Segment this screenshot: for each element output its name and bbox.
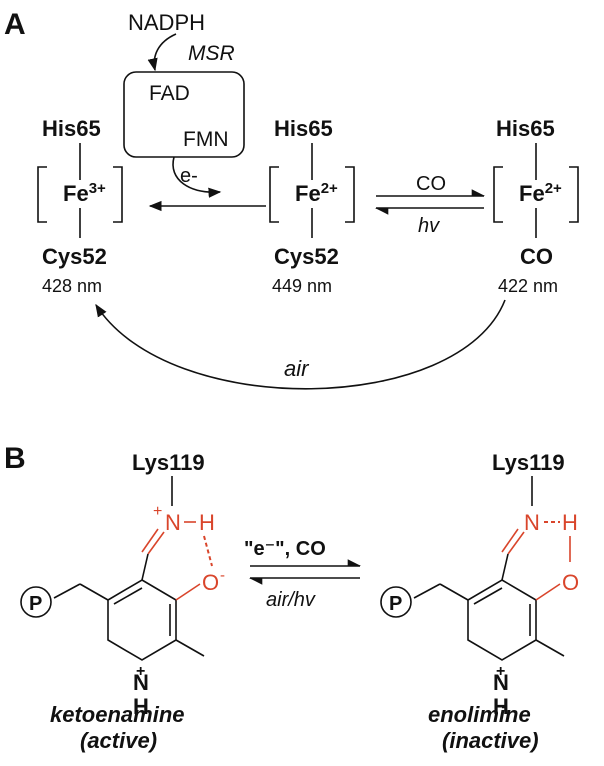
cys52-middle: Cys52: [274, 244, 339, 269]
enolimine-state: (inactive): [442, 728, 539, 753]
electron-label: e-: [180, 165, 198, 187]
ring-h-right: H: [493, 694, 509, 719]
fe-left: Fe3+: [63, 180, 106, 206]
pyridinium-ring-right: [467, 579, 537, 661]
fe-right: Fe2+: [519, 180, 562, 206]
ketoenamine-structure: Lys119 + N H O - P + N H ketoenamine (ac…: [20, 450, 225, 753]
heme-bracket-left: [37, 166, 123, 223]
enolimine-name: enolimine: [428, 702, 531, 727]
heme-fe2-co: His65 Fe2+ CO 422 nm: [493, 116, 579, 296]
electron-arrow: [172, 156, 222, 198]
ring-n-right: N: [493, 670, 509, 695]
fmn-label: FMN: [183, 128, 229, 151]
ketoenamine-name: ketoenamine: [50, 702, 185, 727]
co-ligand: CO: [520, 244, 553, 269]
air-hv-label: air/hv: [266, 589, 316, 611]
air-oxidation-arrow: [95, 299, 506, 390]
reductase-complex: NADPH MSR FAD FMN e-: [123, 10, 245, 198]
his65-left: His65: [42, 116, 101, 141]
phosphate-circle-right: [380, 586, 412, 618]
lys119-right: Lys119: [492, 450, 565, 475]
absorbance-422: 422 nm: [498, 276, 558, 296]
ring-n-left: N: [133, 670, 149, 695]
svg-text:P: P: [389, 593, 402, 615]
o-left: O: [202, 570, 219, 595]
svg-text:-: -: [220, 567, 225, 584]
heme-fe3-cys: His65 Fe3+ Cys52 428 nm: [37, 116, 123, 296]
ring-h-left: H: [133, 694, 149, 719]
enolimine-structure: Lys119 N H O P + N H enolimine (inactive…: [380, 450, 579, 753]
svg-text:+: +: [153, 503, 162, 520]
his65-middle: His65: [274, 116, 333, 141]
heme-fe2-cys: His65 Fe2+ Cys52 449 nm: [269, 116, 355, 296]
absorbance-449: 449 nm: [272, 276, 332, 296]
h-right: H: [562, 510, 578, 535]
svg-text:+: +: [496, 663, 505, 680]
heme-bracket-middle: [269, 166, 355, 223]
lys119-left: Lys119: [132, 450, 205, 475]
fad-label: FAD: [149, 82, 190, 105]
fe-middle: Fe2+: [295, 180, 338, 206]
panel-a-label: A: [4, 8, 26, 41]
h-bond-left: [203, 535, 213, 567]
reduction-co-label: "e⁻", CO: [244, 538, 326, 560]
absorbance-428: 428 nm: [42, 276, 102, 296]
svg-text:P: P: [29, 593, 42, 615]
h-left: H: [199, 510, 215, 535]
phosphate-circle-left: [20, 586, 52, 618]
heme-bracket-right: [493, 166, 579, 223]
air-label: air: [284, 356, 310, 381]
nadph-label: NADPH: [128, 10, 205, 35]
svg-text:+: +: [136, 663, 145, 680]
pyridinium-ring-left: [107, 579, 177, 661]
cys52-left: Cys52: [42, 244, 107, 269]
n-right: N: [524, 510, 540, 535]
his65-right: His65: [496, 116, 555, 141]
panel-b-label: B: [4, 442, 26, 475]
msr-label: MSR: [188, 42, 235, 65]
n-left: N: [165, 510, 181, 535]
reductase-box: [123, 71, 245, 158]
co-binding-label: CO: [416, 173, 446, 195]
ketoenamine-state: (active): [80, 728, 157, 753]
o-right: O: [562, 570, 579, 595]
hv-label: hv: [418, 215, 440, 237]
nadph-arrow: [147, 33, 177, 72]
